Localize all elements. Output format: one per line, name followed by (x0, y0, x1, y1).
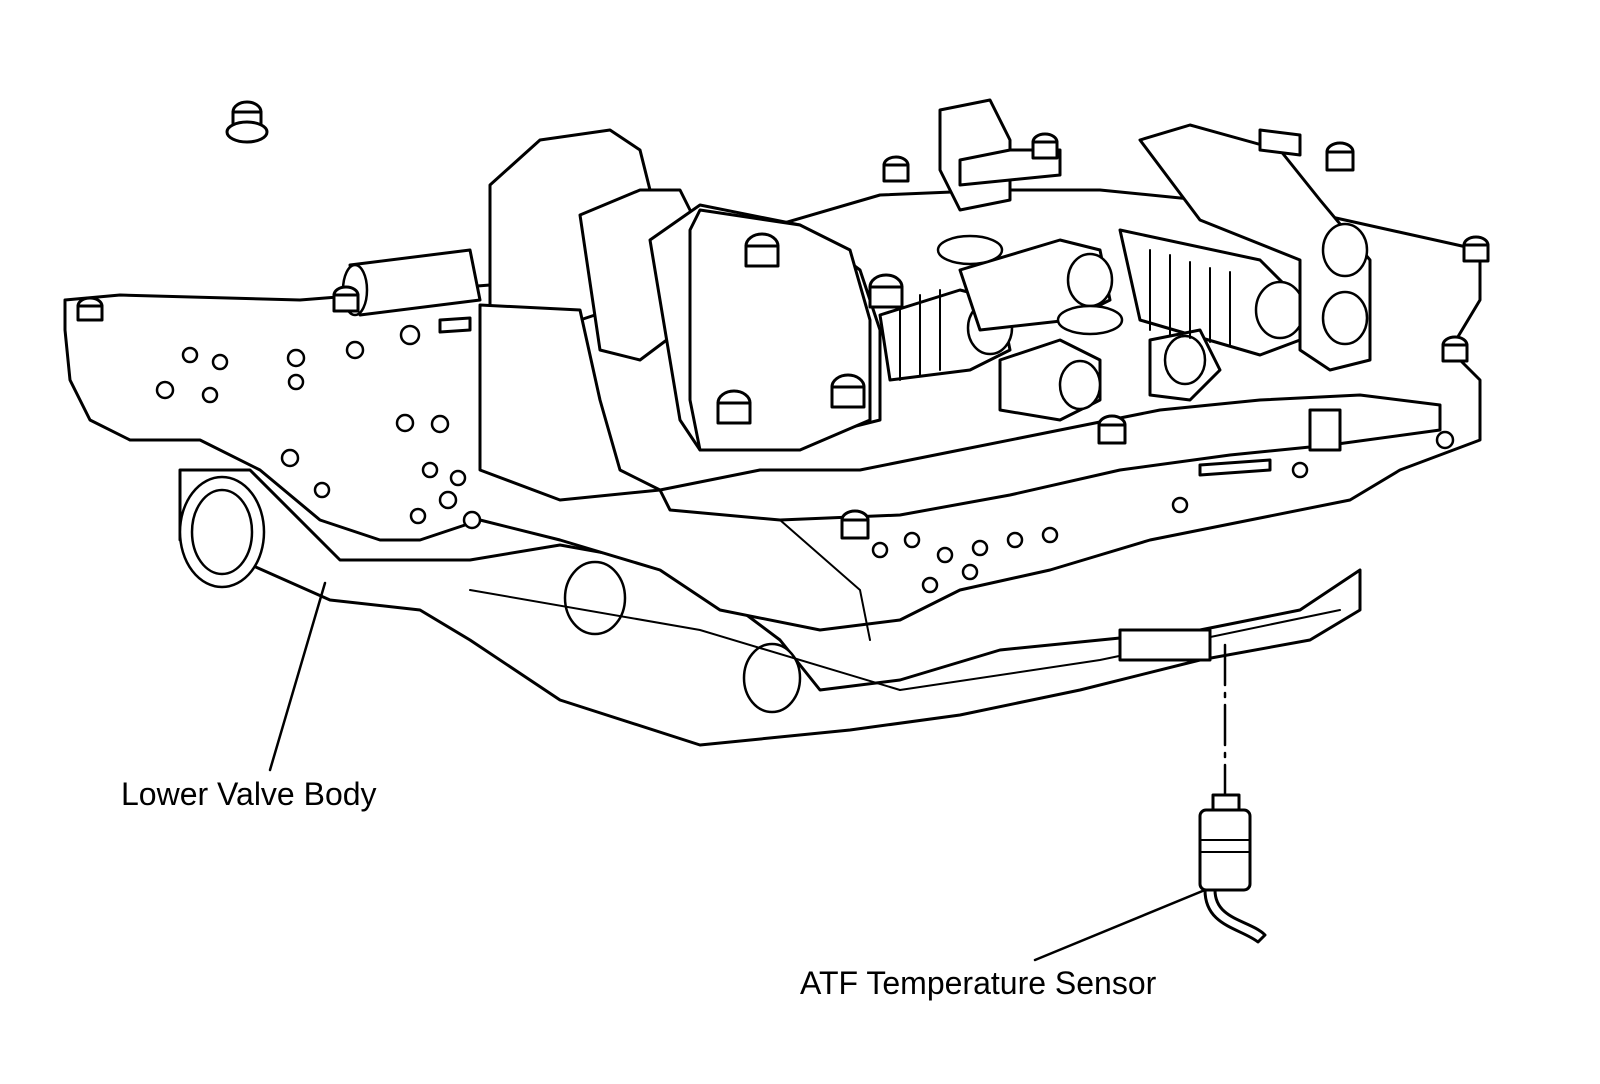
atf-temperature-sensor-part (1198, 643, 1267, 944)
lower-valve-body-label: Lower Valve Body (121, 776, 377, 812)
lower-valve-body-leader (268, 581, 327, 772)
atf-sensor-leader (1033, 888, 1207, 962)
bolts (76, 100, 1490, 540)
atf-temperature-sensor-label: ATF Temperature Sensor (800, 965, 1157, 1001)
upper-valve-body-part (341, 98, 1442, 641)
spool-valves (878, 228, 1306, 422)
lower-valve-body-part (178, 468, 1362, 747)
